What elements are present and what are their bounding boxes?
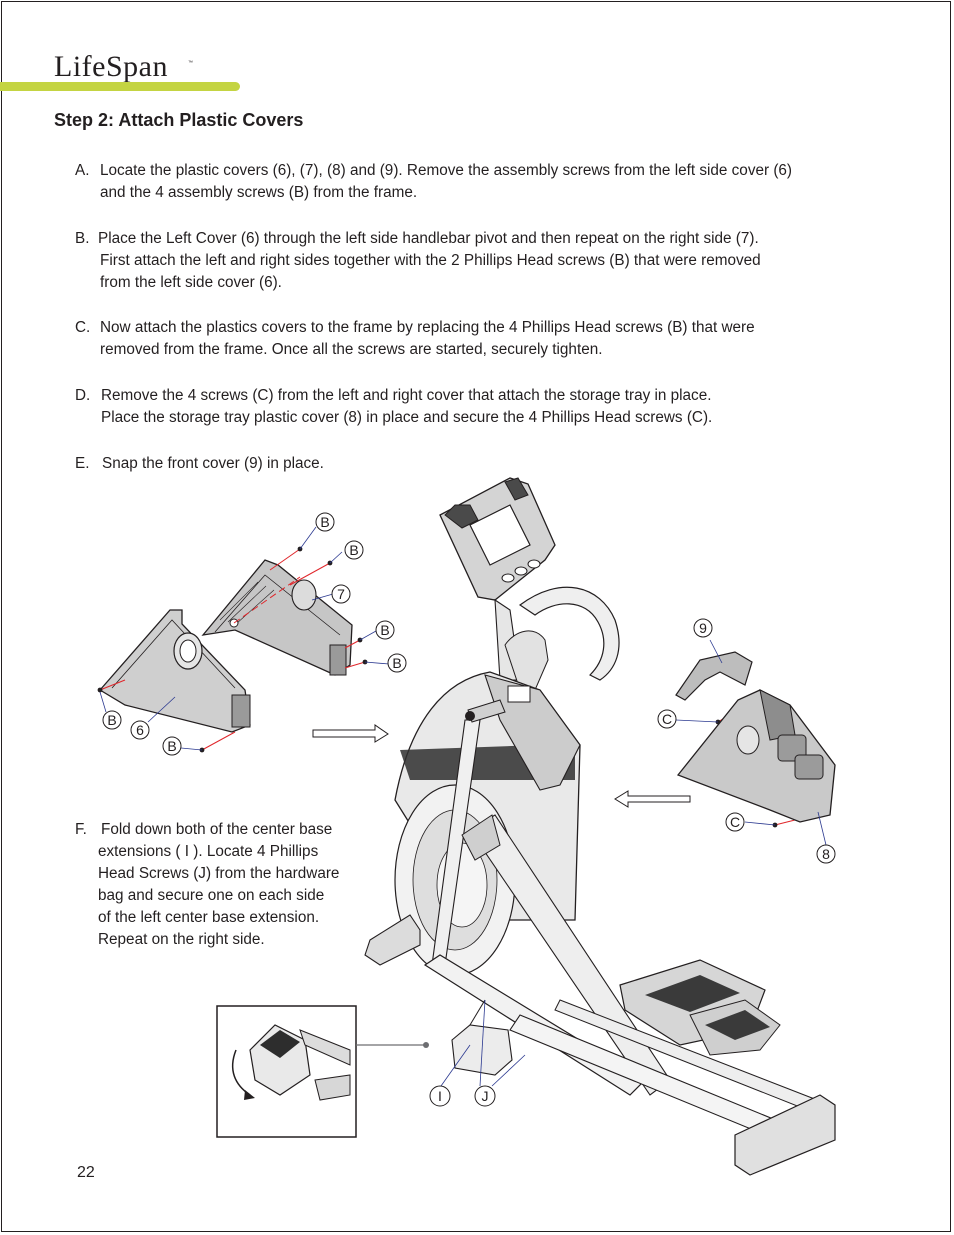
instruction-letter: C. [75, 319, 91, 336]
storage-tray-cover-8 [676, 689, 836, 823]
svg-text:8: 8 [822, 846, 830, 862]
callout-b: B [375, 620, 395, 640]
instruction-letter: B. [75, 230, 90, 247]
callout-b: B [387, 653, 407, 673]
svg-text:B: B [167, 738, 176, 754]
brand-logo: LifeSpan [54, 50, 168, 84]
brand-name: LifeSpan [54, 50, 168, 83]
instruction-line: Repeat on the right side. [98, 931, 265, 948]
svg-text:B: B [107, 712, 116, 728]
callout-8: 8 [816, 844, 836, 864]
instruction-line: Fold down both of the center base [101, 821, 333, 838]
callout-c: C [725, 812, 745, 832]
arrow-right-icon [312, 724, 389, 743]
instruction-line: removed from the frame. Once all the scr… [100, 341, 603, 358]
instruction-line: and the 4 assembly screws (B) from the f… [100, 184, 418, 201]
elliptical-machine [364, 477, 836, 1176]
instruction-line: from the left side cover (6). [100, 274, 282, 291]
callout-9: 9 [693, 618, 713, 638]
instruction-line: Snap the front cover (9) in place. [102, 455, 324, 472]
detail-inset [216, 1005, 429, 1138]
svg-text:7: 7 [337, 586, 345, 602]
instruction-letter: E. [75, 455, 90, 472]
brand-trademark: ™ [188, 60, 193, 66]
callout-b: B [344, 540, 364, 560]
svg-text:J: J [482, 1088, 489, 1104]
instruction-letter: F. [75, 821, 87, 838]
left-side-cover-6 [98, 609, 251, 733]
callout-b: B [162, 736, 182, 756]
svg-text:B: B [349, 542, 358, 558]
leader-lines [99, 526, 827, 1087]
svg-text:6: 6 [136, 722, 144, 738]
svg-text:9: 9 [699, 620, 707, 636]
arrow-left-icon [614, 790, 691, 808]
right-side-cover-7 [201, 559, 353, 676]
instruction-line: Head Screws (J) from the hardware [98, 865, 340, 882]
front-cover-9 [675, 651, 753, 701]
instruction-line: extensions ( I ). Locate 4 Phillips [98, 843, 319, 860]
instruction-line: Now attach the plastics covers to the fr… [100, 319, 755, 336]
svg-text:B: B [392, 655, 401, 671]
svg-text:B: B [380, 622, 389, 638]
page-number: 22 [77, 1164, 95, 1181]
callout-b: B [102, 710, 122, 730]
svg-text:C: C [662, 711, 672, 727]
instruction-letter: A. [75, 162, 90, 179]
instruction-line: bag and secure one on each side [98, 887, 325, 904]
callout-labels: B B 7 B B B 6 B 9 C C 8 I J [102, 512, 836, 1107]
svg-text:B: B [320, 514, 329, 530]
svg-text:C: C [730, 814, 740, 830]
brand-accent-bar [0, 82, 240, 91]
svg-text:I: I [438, 1088, 442, 1104]
instruction-letter: D. [75, 387, 91, 404]
step-title: Step 2: Attach Plastic Covers [54, 110, 304, 130]
instruction-line: Locate the plastic covers (6), (7), (8) … [100, 162, 793, 179]
instruction-line: Remove the 4 screws (C) from the left an… [101, 387, 712, 404]
callout-i: I [429, 1085, 451, 1107]
instruction-line: of the left center base extension. [98, 909, 320, 926]
instruction-line: Place the storage tray plastic cover (8)… [101, 409, 713, 426]
instruction-line: First attach the left and right sides to… [100, 252, 761, 269]
callout-7: 7 [331, 584, 351, 604]
callout-j: J [474, 1085, 496, 1107]
callout-6: 6 [130, 720, 150, 740]
callout-c: C [657, 709, 677, 729]
instruction-line: Place the Left Cover (6) through the lef… [98, 230, 759, 247]
callout-b: B [315, 512, 335, 532]
